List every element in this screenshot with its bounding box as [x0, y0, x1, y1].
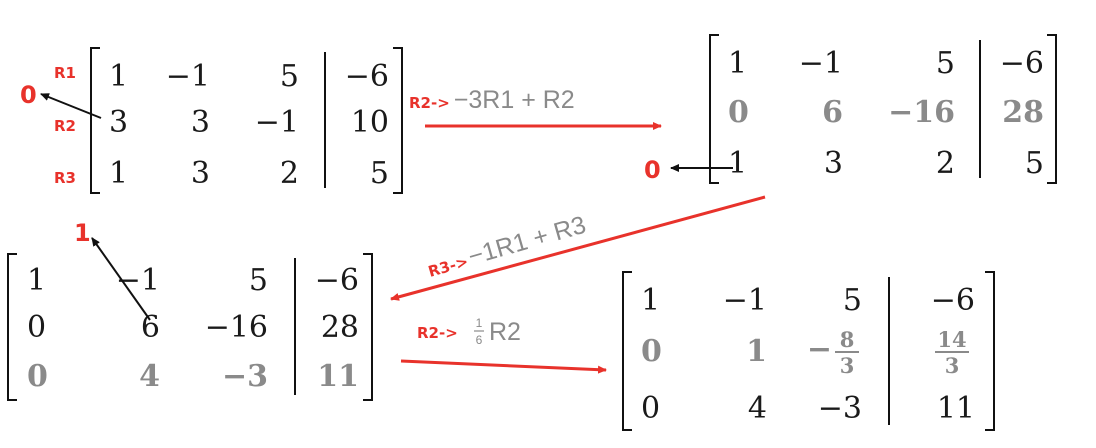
op2-label: R3->−1R1 + R3: [424, 211, 589, 283]
m3-r3-c1: 0: [27, 359, 48, 394]
m2-r2-c3: −16: [888, 95, 955, 130]
m3-r2-c2: 6: [141, 310, 160, 345]
op1-prefix: R2->: [409, 94, 450, 112]
m2-r1-c4: −6: [1000, 46, 1044, 81]
m1-r3-c4: 5: [370, 156, 389, 191]
m2-r2-c4: 28: [1002, 95, 1044, 130]
op3-frac-den: 6: [476, 333, 483, 347]
row-label-r2: R2: [54, 117, 76, 135]
m1-r3-c2: 3: [191, 156, 210, 191]
m4-r2-c4-num: 14: [937, 327, 966, 352]
op3-label: R2->: [417, 324, 458, 342]
m4-r2-c3-den: 3: [840, 353, 855, 378]
matrix-2: 1 −1 5 −6 0 6 −16 28 1 3 2 5: [709, 34, 1057, 184]
m2-r3-c4: 5: [1025, 146, 1044, 181]
m3-r1-c4: −6: [315, 263, 359, 298]
m1-r1-c4: −6: [345, 59, 389, 94]
target-zero-m2: 0: [644, 156, 661, 184]
arrow-op3: [400, 359, 607, 374]
m1-r3-c3: 2: [280, 156, 299, 191]
m2-r1-c1: 1: [728, 46, 747, 81]
m1-r2-c1: 3: [109, 105, 128, 140]
right-bracket: [363, 253, 373, 401]
m2-r3-c1: 1: [728, 146, 747, 181]
right-bracket: [393, 47, 403, 194]
m3-r3-c4: 11: [317, 359, 359, 394]
left-bracket: [709, 34, 719, 184]
m4-r2-c1: 0: [641, 334, 662, 369]
target-one-m3: 1: [74, 219, 91, 247]
m3-r1-c1: 1: [27, 263, 46, 298]
row-label-r1: R1: [54, 64, 76, 82]
m2-r2-c2: 6: [822, 95, 843, 130]
m1-r2-c3: −1: [255, 105, 299, 140]
m2-r3-c3: 2: [936, 146, 955, 181]
m1-r2-c2: 3: [191, 105, 210, 140]
right-bracket: [985, 271, 995, 431]
m4-r2-c3-num: 8: [840, 327, 855, 352]
m4-r1-c3: 5: [843, 283, 862, 318]
m4-r1-c2: −1: [723, 283, 767, 318]
m1-r3-c1: 1: [109, 156, 128, 191]
m1-r1-c1: 1: [109, 59, 128, 94]
m2-r2-c1: 0: [728, 95, 749, 130]
op3-frac-num: 1: [476, 316, 483, 330]
target-zero-m1: 0: [20, 81, 37, 109]
matrix-1: 1 −1 5 −6 3 3 −1 10 1 3 2 5: [90, 47, 403, 194]
m4-r2-c3-sign: −: [807, 332, 832, 367]
m4-r3-c2: 4: [748, 391, 767, 426]
m3-r2-c4: 28: [321, 310, 359, 345]
left-bracket: [622, 271, 632, 431]
m4-r2-c2: 1: [746, 334, 767, 369]
op1-expr: −3R1 + R2: [454, 86, 575, 114]
op2-prefix: R3->: [426, 252, 470, 281]
matrix-4: 1 −1 5 −6 0 1 − 8 3 14 3 0 4 −3 11: [622, 271, 995, 431]
arrow-op2: [390, 195, 766, 301]
pointer-arrow-m1: [40, 93, 102, 119]
m1-r1-c3: 5: [280, 59, 299, 94]
m3-r1-c3: 5: [249, 263, 268, 298]
op1-label: R2->−3R1 + R2: [409, 86, 575, 114]
matrix-3: 1 −1 5 −6 0 6 −16 28 0 4 −3 11: [7, 253, 373, 401]
m4-r3-c3: −3: [818, 391, 862, 426]
m2-r3-c2: 3: [824, 146, 843, 181]
m2-r1-c2: −1: [799, 46, 843, 81]
right-bracket: [1047, 34, 1057, 184]
pointer-arrow-m3: [91, 237, 151, 321]
left-bracket: [7, 253, 17, 401]
m4-r1-c1: 1: [641, 283, 660, 318]
left-bracket: [90, 47, 100, 194]
m4-r2-c4-den: 3: [945, 353, 960, 378]
m1-r2-c4: 10: [351, 105, 389, 140]
m2-r1-c3: 5: [936, 46, 955, 81]
row-label-r3: R3: [54, 169, 76, 187]
m3-r3-c3: −3: [222, 359, 268, 394]
m1-r1-c2: −1: [166, 59, 210, 94]
m4-r3-c4: 11: [937, 391, 975, 426]
op3-expr: R2: [489, 318, 521, 346]
m4-r3-c1: 0: [641, 391, 660, 426]
m3-r3-c2: 4: [139, 359, 160, 394]
m3-r2-c3: −16: [205, 310, 268, 345]
m4-r1-c4: −6: [931, 283, 975, 318]
m3-r2-c1: 0: [27, 310, 46, 345]
op3-prefix: R2->: [417, 324, 458, 342]
